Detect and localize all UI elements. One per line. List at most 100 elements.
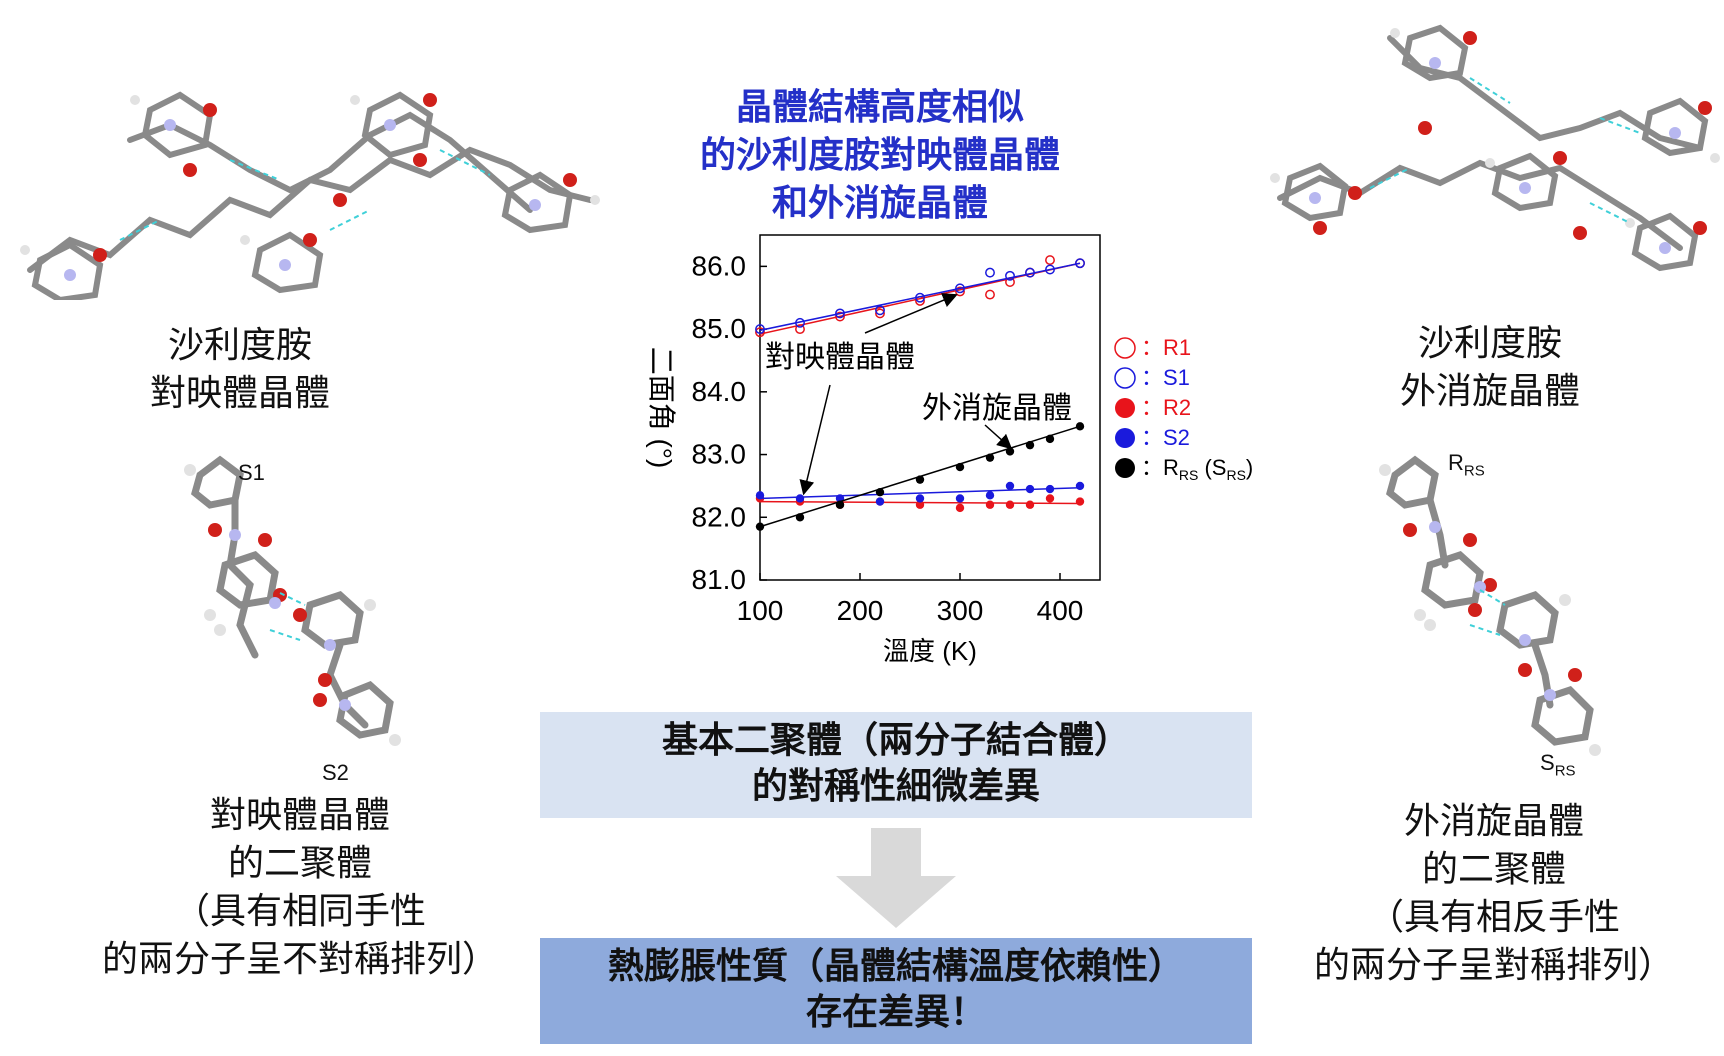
plot-frame <box>759 234 1101 581</box>
dimer-label-s1: S1 <box>238 460 265 485</box>
caption-line: 沙利度胺 <box>167 325 312 366</box>
caption-line: 的二聚體 <box>227 843 372 884</box>
x-tick-label: 200 <box>837 595 884 626</box>
data-point <box>795 494 805 503</box>
data-point <box>1005 481 1015 491</box>
annotation-arrow <box>984 424 1013 450</box>
label-main: S <box>1540 750 1555 775</box>
y-tick-label: 84.0 <box>692 376 747 407</box>
box-line: 熱膨脹性質（晶體結構溫度依賴性） <box>607 946 1184 987</box>
x-tick-label: 100 <box>737 595 784 626</box>
data-point <box>985 289 995 300</box>
data-point <box>915 292 925 303</box>
enantiomer-dimer-caption: 對映體晶體 的二聚體 （具有相同手性 的兩分子呈不對稱排列） <box>60 792 540 984</box>
y-tick-label: 81.0 <box>692 564 747 595</box>
label-main: R <box>1448 450 1464 475</box>
legend-marker <box>1114 337 1136 359</box>
data-point <box>795 513 805 522</box>
box-line: 的對稱性細微差異 <box>751 766 1040 807</box>
data-point <box>835 500 845 509</box>
data-point <box>915 475 925 484</box>
label-sub: RS <box>1463 462 1485 480</box>
data-point <box>755 327 765 338</box>
x-axis-label: 溫度 (K) <box>883 636 977 666</box>
box-line: 存在差異！ <box>805 992 986 1033</box>
data-point <box>955 283 965 294</box>
data-point <box>1005 270 1015 281</box>
legend-entry: ：RRS (SRS) <box>1141 455 1253 483</box>
data-point <box>915 494 925 503</box>
data-point <box>1075 497 1085 506</box>
racemic-dimer-image <box>1379 455 1601 756</box>
y-tick-label: 83.0 <box>692 439 747 470</box>
y-tick-label: 85.0 <box>692 313 747 344</box>
x-tick-label: 300 <box>937 595 984 626</box>
data-point <box>1025 484 1035 494</box>
caption-line: （具有相同手性 <box>173 891 426 932</box>
center-title-line: 晶體結構高度相似 <box>735 87 1024 128</box>
racemic-dimer-caption: 外消旋晶體 的二聚體 （具有相反手性 的兩分子呈對稱排列） <box>1264 798 1724 990</box>
center-title: 晶體結構高度相似 的沙利度胺對映體晶體 和外消旋晶體 <box>640 84 1120 228</box>
data-point <box>985 500 995 509</box>
caption-line: 的二聚體 <box>1421 849 1566 890</box>
data-point <box>1005 447 1015 456</box>
dimer-label-srs: SRS <box>1540 750 1576 779</box>
racemic-crystal-image <box>1270 24 1720 272</box>
data-point <box>755 491 765 500</box>
data-point <box>795 324 805 335</box>
enantiomer-dimer-image <box>184 455 401 746</box>
data-point <box>835 311 845 322</box>
dimer-symmetry-box: 基本二聚體（兩分子結合體） 的對稱性細微差異 <box>540 712 1252 818</box>
dimer-label-s2: S2 <box>322 760 349 785</box>
data-point <box>795 317 805 328</box>
center-title-line: 和外消旋晶體 <box>771 183 988 224</box>
data-point <box>1045 264 1055 275</box>
data-point <box>1045 494 1055 503</box>
caption-line: 沙利度胺 <box>1417 323 1562 364</box>
data-point <box>1005 500 1015 509</box>
caption-line: 對映體晶體 <box>209 795 390 836</box>
data-point <box>955 503 965 513</box>
data-point <box>955 462 965 472</box>
data-point <box>755 522 765 531</box>
annotation-racemic: 外消旋晶體 <box>922 392 1072 425</box>
enantiomer-crystal-caption: 沙利度胺 對映體晶體 <box>100 322 380 418</box>
data-point <box>875 497 885 506</box>
data-point <box>955 494 965 503</box>
fit-line <box>759 262 1081 332</box>
data-point <box>1045 434 1055 444</box>
annotation-arrow <box>864 293 958 334</box>
legend-entry: ：R2 <box>1141 395 1191 420</box>
data-point <box>1025 500 1035 509</box>
racemic-crystal-caption: 沙利度胺 外消旋晶體 <box>1350 320 1630 416</box>
enantiomer-crystal-image <box>20 91 600 300</box>
data-point <box>1075 481 1085 491</box>
legend-marker <box>1115 398 1135 418</box>
caption-line: 對映體晶體 <box>149 373 330 414</box>
data-point <box>985 267 995 278</box>
y-axis-label: 二面角 (°) <box>646 347 677 469</box>
data-point <box>875 305 885 316</box>
legend-marker <box>1115 458 1135 478</box>
data-point <box>985 453 995 462</box>
annotation-arrow <box>799 384 831 496</box>
caption-line: 的兩分子呈不對稱排列） <box>101 939 498 980</box>
data-point <box>1025 440 1035 450</box>
caption-line: 外消旋晶體 <box>1399 371 1580 412</box>
data-point <box>755 324 765 335</box>
center-title-line: 的沙利度胺對映體晶體 <box>699 135 1060 176</box>
dimer-label-rrs: RRS <box>1448 450 1485 479</box>
data-point <box>835 308 845 319</box>
x-tick-label: 400 <box>1037 595 1084 626</box>
data-point <box>1025 267 1035 278</box>
legend-entry: ：S1 <box>1141 365 1190 390</box>
legend-marker <box>1114 367 1136 389</box>
data-point <box>985 491 995 500</box>
box-line: 基本二聚體（兩分子結合體） <box>661 720 1130 761</box>
annotation-enantiomer: 對映體晶體 <box>765 341 915 374</box>
data-point <box>915 500 925 509</box>
caption-line: （具有相反手性 <box>1367 897 1620 938</box>
y-tick-label: 82.0 <box>692 501 747 532</box>
data-point <box>1075 258 1085 269</box>
data-point <box>1075 422 1085 431</box>
